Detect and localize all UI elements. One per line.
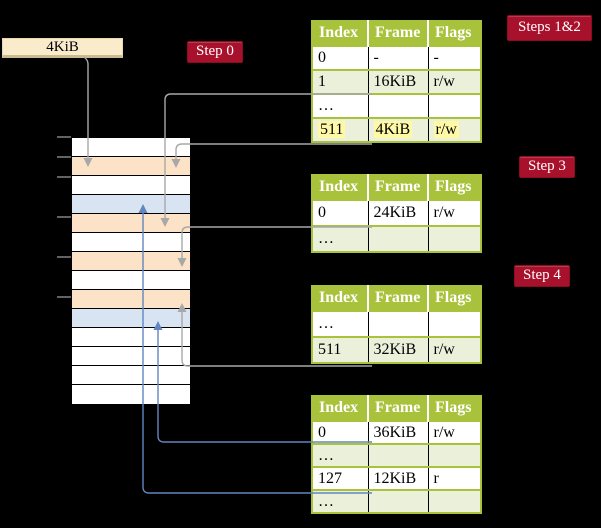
column-header-frame: Frame bbox=[367, 286, 428, 311]
arrow-pte-4kib-to-frame bbox=[175, 143, 372, 159]
step-3-label: Step 3 bbox=[519, 156, 575, 178]
table-cell: r/w bbox=[427, 117, 481, 142]
steps-1-2-label: Steps 1&2 bbox=[507, 15, 592, 41]
table-cell bbox=[427, 225, 481, 252]
table-cell bbox=[427, 443, 481, 467]
column-header-frame: Frame bbox=[367, 396, 428, 421]
column-header-flags: Flags bbox=[427, 286, 481, 311]
table-cell: … bbox=[312, 225, 368, 252]
memory-frame-row bbox=[72, 233, 190, 252]
table-cell bbox=[427, 489, 481, 513]
memory-frame-row bbox=[72, 347, 190, 366]
memory-address-ticks bbox=[57, 136, 71, 298]
page-size-label: 4KiB bbox=[46, 39, 79, 55]
table-cell bbox=[367, 489, 428, 513]
physical-memory-column bbox=[71, 137, 191, 405]
table-cell: r/w bbox=[427, 199, 481, 226]
table-cell: 0 bbox=[312, 45, 368, 70]
table-row: 511 4KiB r/w bbox=[312, 117, 481, 142]
column-header-index: Index bbox=[312, 286, 368, 311]
column-header-flags: Flags bbox=[427, 175, 481, 200]
column-header-frame: Frame bbox=[367, 175, 428, 200]
step-4-label: Step 4 bbox=[514, 265, 570, 287]
memory-frame-row bbox=[72, 290, 190, 309]
table-row: … bbox=[312, 310, 481, 337]
page-size-box: 4KiB bbox=[2, 38, 123, 58]
table-cell: 4KiB bbox=[367, 117, 428, 142]
table-cell: 1 bbox=[312, 69, 368, 94]
memory-frame-row bbox=[72, 176, 190, 195]
memory-frame-row bbox=[72, 195, 190, 214]
memory-frame-row bbox=[72, 328, 190, 347]
memory-frame-row bbox=[72, 366, 190, 385]
table-cell: 127 bbox=[312, 466, 368, 490]
table-cell bbox=[367, 93, 428, 118]
highlighted-value: 511 bbox=[318, 121, 346, 138]
memory-frame-row bbox=[72, 271, 190, 290]
table-cell: 24KiB bbox=[367, 199, 428, 226]
table-row: … bbox=[312, 225, 481, 252]
column-header-flags: Flags bbox=[427, 21, 481, 46]
table-cell bbox=[367, 225, 428, 252]
table-cell: … bbox=[312, 93, 368, 118]
table-row: 0-- bbox=[312, 45, 481, 70]
table-cell bbox=[367, 310, 428, 337]
table-cell: … bbox=[312, 310, 368, 337]
memory-frame-row bbox=[72, 138, 190, 157]
memory-frame-row bbox=[72, 309, 190, 328]
table-row: … bbox=[312, 93, 481, 118]
highlighted-value: r/w bbox=[433, 121, 459, 138]
table-cell: r bbox=[427, 466, 481, 490]
memory-frame-row bbox=[72, 157, 190, 176]
table-cell: r/w bbox=[427, 69, 481, 94]
memory-frame-row bbox=[72, 252, 190, 271]
table-cell: 32KiB bbox=[367, 336, 428, 363]
table-cell: - bbox=[427, 45, 481, 70]
table-cell: 16KiB bbox=[367, 69, 428, 94]
table-cell: - bbox=[367, 45, 428, 70]
table-cell: 12KiB bbox=[367, 466, 428, 490]
highlighted-value: 4KiB bbox=[373, 121, 413, 138]
column-header-frame: Frame bbox=[367, 21, 428, 46]
table-cell bbox=[367, 443, 428, 467]
table-cell bbox=[427, 93, 481, 118]
column-header-index: Index bbox=[312, 21, 368, 46]
column-header-flags: Flags bbox=[427, 396, 481, 421]
table-cell: r/w bbox=[427, 420, 481, 444]
table-row: … bbox=[312, 489, 481, 513]
table-cell: 511 bbox=[312, 117, 368, 142]
table-cell: 0 bbox=[312, 199, 368, 226]
table-cell bbox=[427, 310, 481, 337]
memory-frame-row bbox=[72, 385, 190, 404]
column-header-index: Index bbox=[312, 175, 368, 200]
table-cell: r/w bbox=[427, 336, 481, 363]
memory-frame-row bbox=[72, 214, 190, 233]
table-row: … bbox=[312, 443, 481, 467]
table-cell: 0 bbox=[312, 420, 368, 444]
table-cell: … bbox=[312, 489, 368, 513]
column-header-index: Index bbox=[312, 396, 368, 421]
table-cell: 511 bbox=[312, 336, 368, 363]
table-cell: 36KiB bbox=[367, 420, 428, 444]
step-0-label: Step 0 bbox=[187, 41, 243, 63]
table-cell: … bbox=[312, 443, 368, 467]
